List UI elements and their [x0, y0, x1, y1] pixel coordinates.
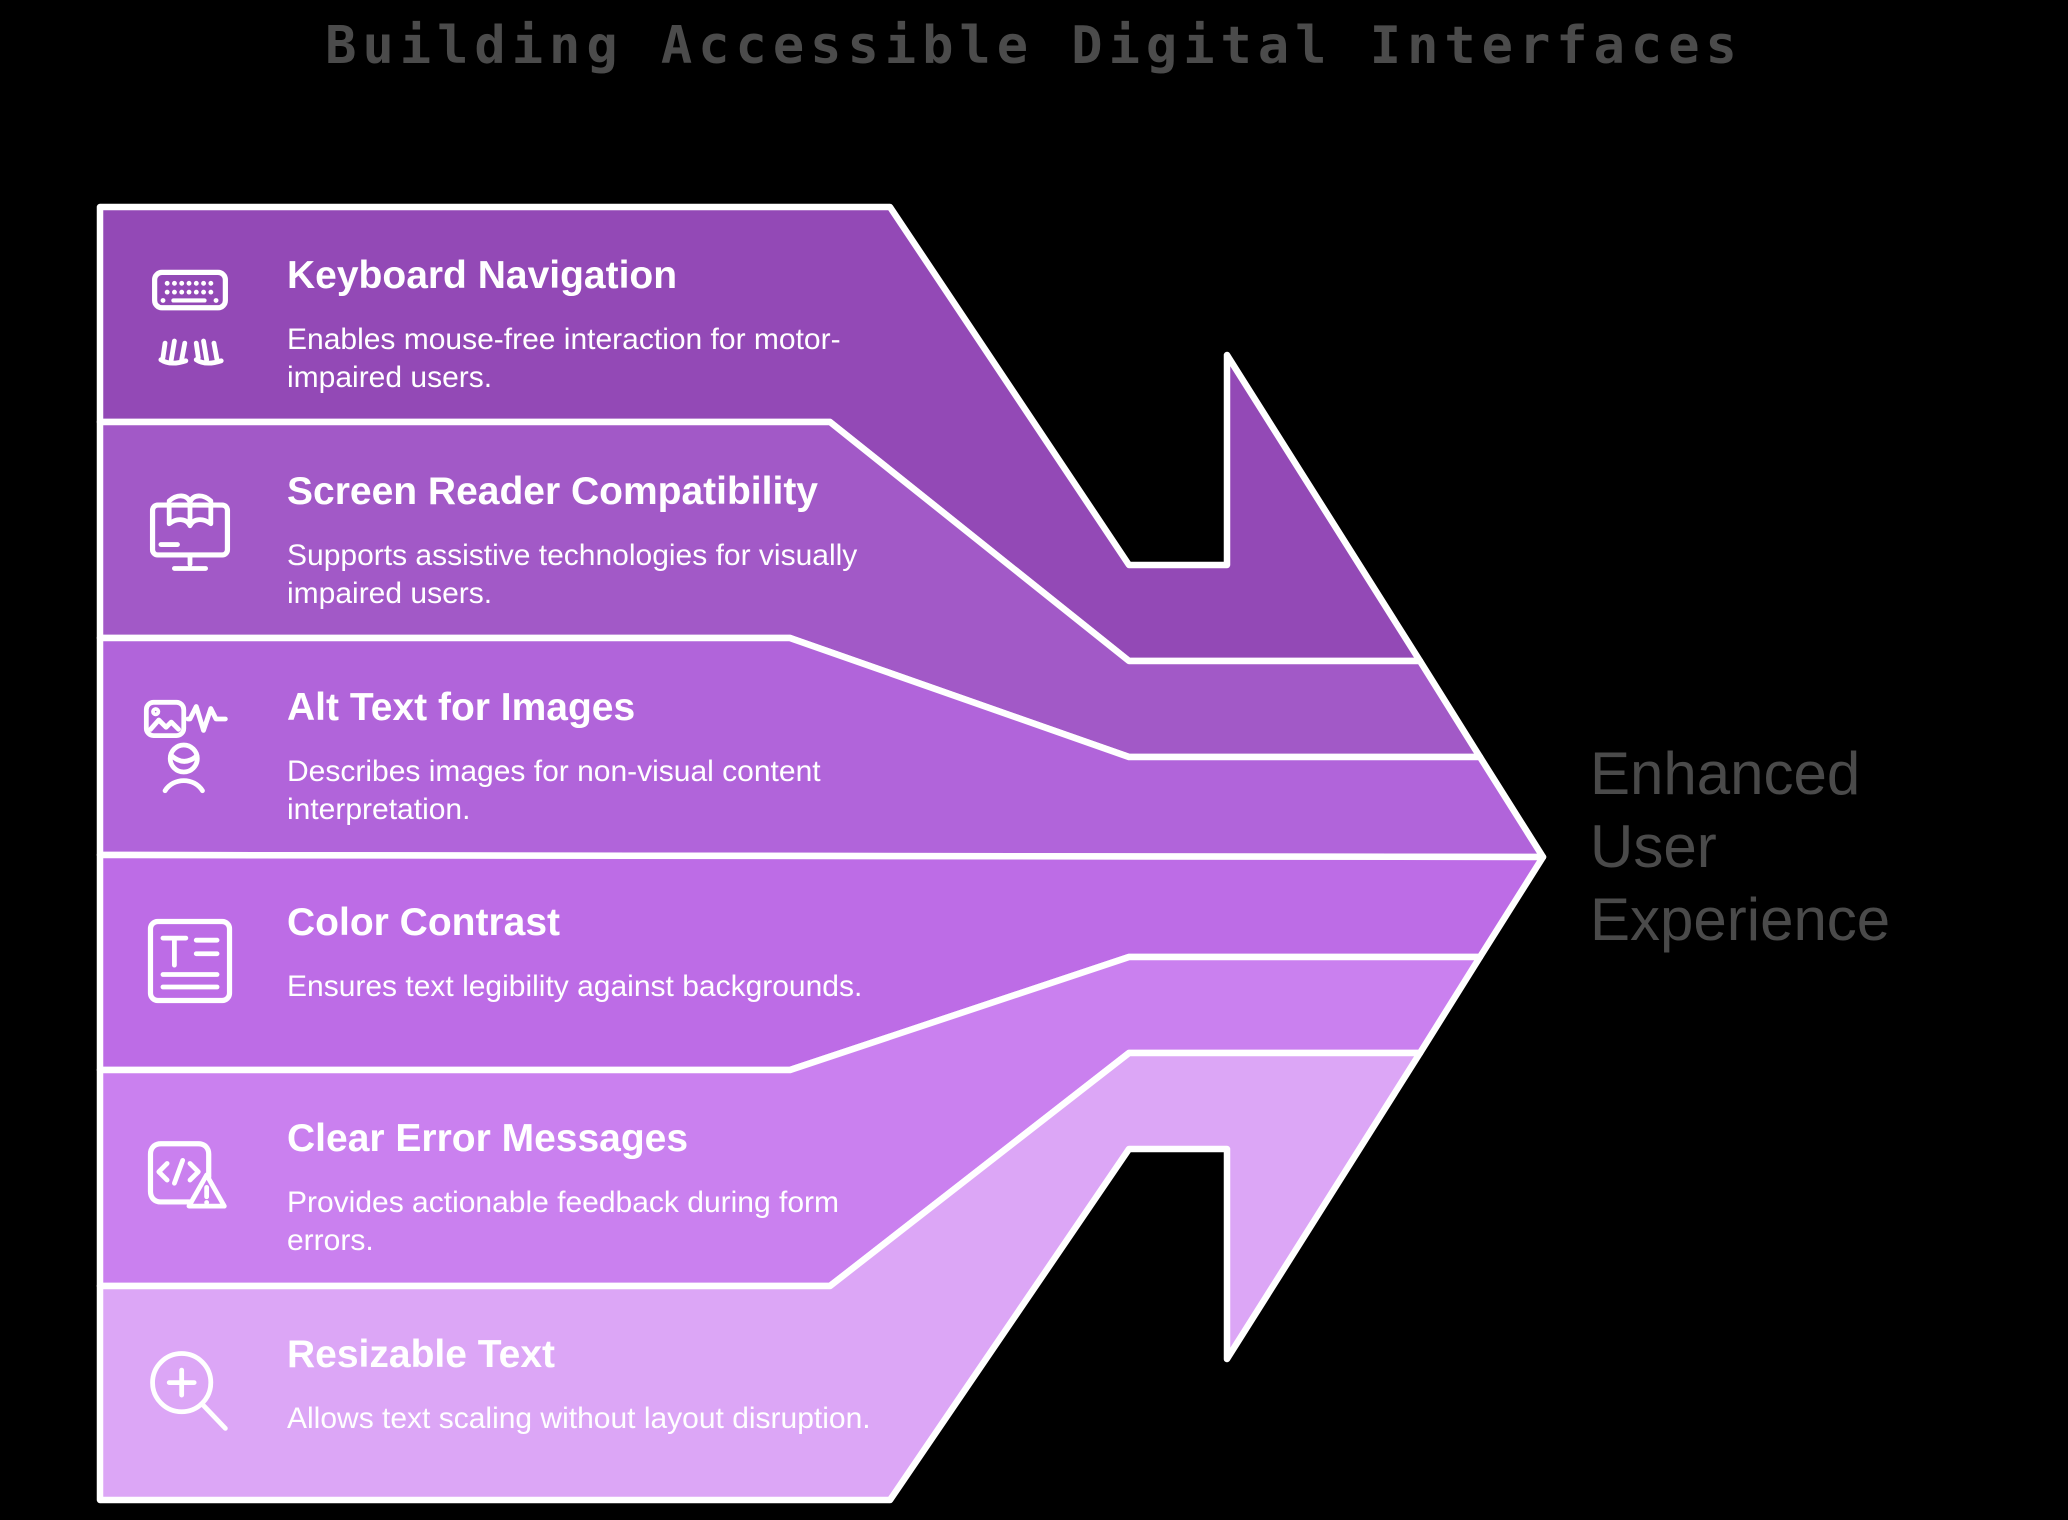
magnifier-plus-icon [138, 1341, 242, 1445]
band-description: Ensures text legibility against backgrou… [287, 970, 863, 1003]
band-description: Allows text scaling without layout disru… [287, 1402, 871, 1435]
band-title: Color Contrast [287, 901, 560, 944]
band-title: Alt Text for Images [287, 686, 636, 729]
text-document-icon [138, 909, 242, 1013]
code-warning-icon [138, 1125, 242, 1229]
image-alt-icon [138, 694, 242, 798]
band-title: Screen Reader Compatibility [287, 470, 818, 513]
band-description: Enables mouse-free interaction for motor… [287, 323, 841, 394]
screen-reader-icon [138, 478, 242, 582]
outcome-line: Enhanced [1590, 740, 1861, 807]
outcome-line: Experience [1590, 886, 1891, 953]
band-item: Resizable Text Allows text scaling witho… [287, 1332, 947, 1438]
band-title: Clear Error Messages [287, 1117, 689, 1160]
band-description: Supports assistive technologies for visu… [287, 539, 858, 610]
outcome-label: Enhanced User Experience [1590, 737, 1890, 956]
band-shape [96, 1049, 1424, 1504]
band-item: Color Contrast Ensures text legibility a… [287, 900, 947, 1006]
band-description: Describes images for non-visual content … [287, 755, 821, 826]
band-description: Provides actionable feedback during form… [287, 1186, 839, 1257]
keyboard-hands-icon [138, 262, 242, 366]
page-title: Building Accessible Digital Interfaces [325, 16, 1743, 76]
outcome-line: User [1590, 813, 1717, 880]
band-title: Resizable Text [287, 1333, 556, 1376]
band-item: Screen Reader Compatibility Supports ass… [287, 469, 947, 613]
band-item: Alt Text for Images Describes images for… [287, 685, 947, 829]
band-item: Clear Error Messages Provides actionable… [287, 1116, 947, 1260]
band-item: Keyboard Navigation Enables mouse-free i… [287, 253, 947, 397]
band-title: Keyboard Navigation [287, 254, 678, 297]
